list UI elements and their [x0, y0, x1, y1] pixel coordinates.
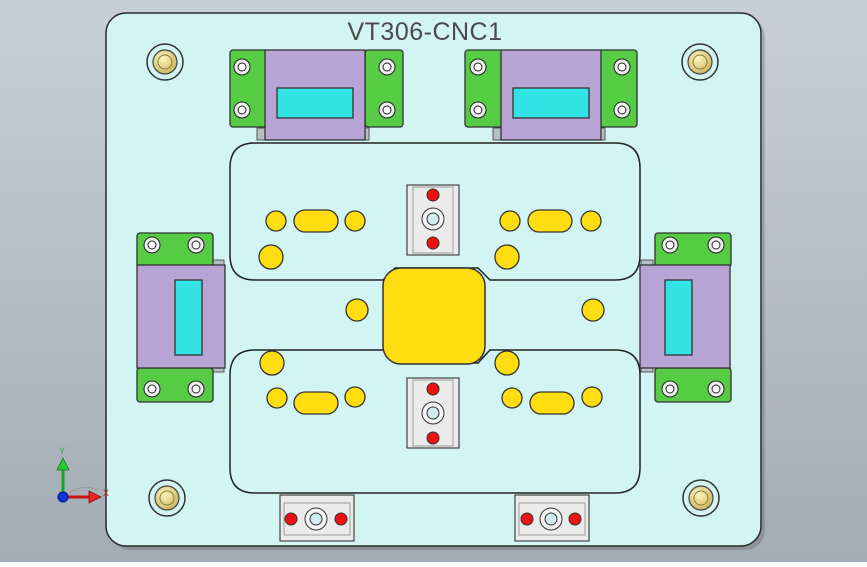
axis-x-label: X [103, 488, 109, 498]
clamp-left[interactable] [136, 232, 226, 403]
yellow-holes [258, 209, 605, 415]
clamp-right[interactable] [639, 232, 732, 403]
clamp-top-right[interactable] [464, 49, 638, 141]
locator-block-upper[interactable] [406, 184, 460, 256]
corner-bushing-bottom-right[interactable] [682, 479, 720, 517]
clamp-top-left[interactable] [229, 49, 404, 141]
axis-origin-icon [57, 491, 69, 503]
center-pocket[interactable] [382, 267, 486, 365]
locator-block-bottom-left[interactable] [279, 494, 355, 542]
corner-bushing-top-left[interactable] [146, 43, 184, 81]
axis-triad: Y X [56, 446, 109, 504]
part-title: VT306-CNC1 [347, 18, 503, 46]
corner-bushing-top-right[interactable] [681, 43, 719, 81]
corner-bushing-bottom-left[interactable] [148, 479, 186, 517]
locator-block-lower[interactable] [406, 377, 460, 449]
locator-block-bottom-right[interactable] [514, 494, 590, 542]
axis-y-label: Y [59, 446, 65, 456]
